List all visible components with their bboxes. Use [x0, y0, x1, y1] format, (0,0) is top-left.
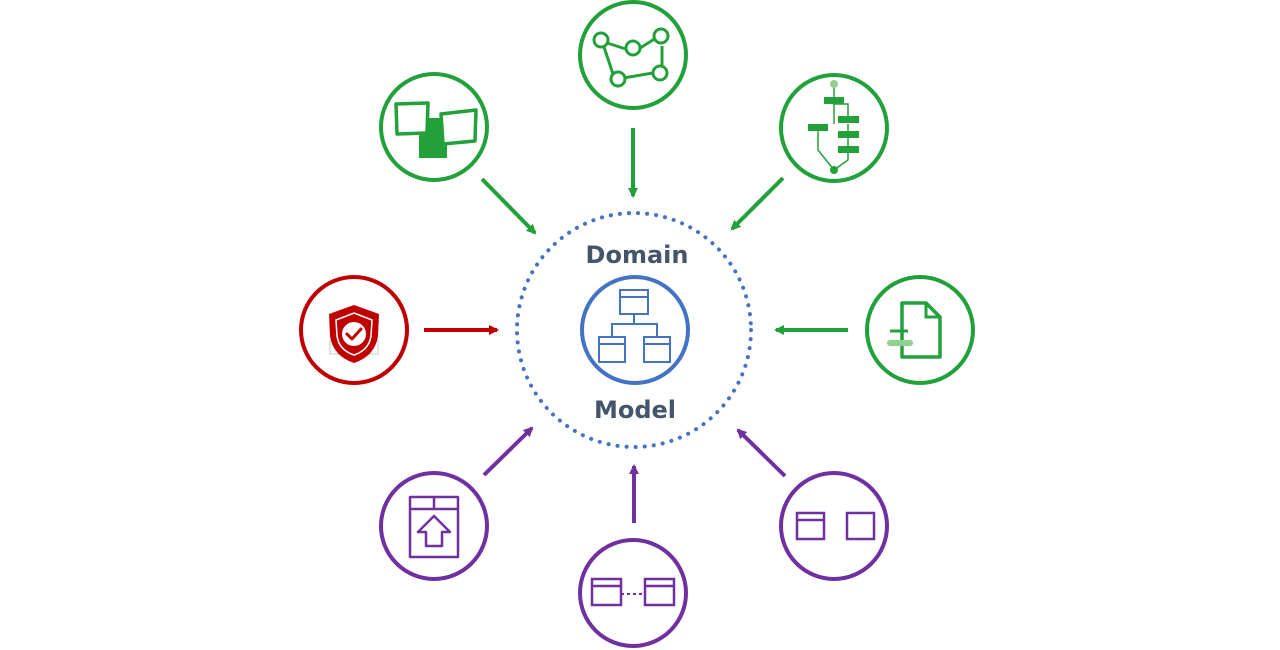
flowchart-icon	[808, 80, 859, 174]
graph-node	[578, 0, 688, 110]
hierarchy-icon	[580, 275, 690, 385]
security-node	[299, 275, 409, 385]
arrows	[424, 128, 848, 523]
arrow-from-package	[482, 426, 534, 477]
graph-network-icon	[592, 27, 670, 88]
domain-model-hub: Domain Model	[515, 211, 753, 449]
flowchart-node	[779, 73, 889, 183]
document-node	[865, 275, 975, 385]
arrow-from-shapes	[480, 177, 537, 235]
package-upload-icon	[408, 495, 460, 559]
shapes-node	[379, 72, 489, 182]
document-import-icon	[887, 301, 942, 359]
hub-title-domain: Domain	[586, 241, 689, 269]
shield-check-icon	[329, 305, 379, 363]
connected-windows-icon	[590, 577, 676, 607]
overlapping-shapes-icon	[394, 101, 478, 158]
arrow-from-windows	[736, 428, 787, 478]
hub-dotted-ring	[515, 211, 753, 449]
package-node	[379, 471, 489, 581]
windows-node	[779, 471, 889, 581]
hub-title-model: Model	[594, 396, 676, 424]
arrow-from-flowchart	[730, 176, 785, 231]
two-windows-icon	[795, 511, 876, 541]
connected-windows-node	[578, 538, 688, 648]
